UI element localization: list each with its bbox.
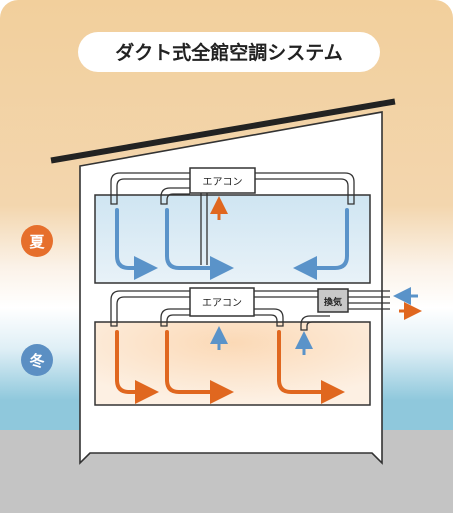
ventilation-label: 換気	[324, 296, 342, 308]
ventilation-unit	[317, 288, 349, 313]
upper-ducts	[110, 172, 355, 265]
roof	[50, 98, 396, 164]
upper-aircon-label: エアコン	[203, 177, 243, 188]
winter-badge	[21, 344, 53, 376]
summer-label: 夏	[28, 233, 45, 251]
warm-airflow	[115, 330, 345, 404]
lower-aircon-unit	[189, 287, 255, 317]
upper-aircon-unit	[189, 167, 256, 194]
summer-badge	[21, 225, 53, 257]
winter-label: 冬	[29, 352, 44, 370]
title-pill	[78, 32, 380, 72]
cool-airflow	[115, 208, 349, 280]
lower-aircon-label: エアコン	[202, 298, 242, 309]
lower-ducts	[110, 290, 390, 331]
diagram-title: ダクト式全館空調システム	[115, 41, 342, 64]
